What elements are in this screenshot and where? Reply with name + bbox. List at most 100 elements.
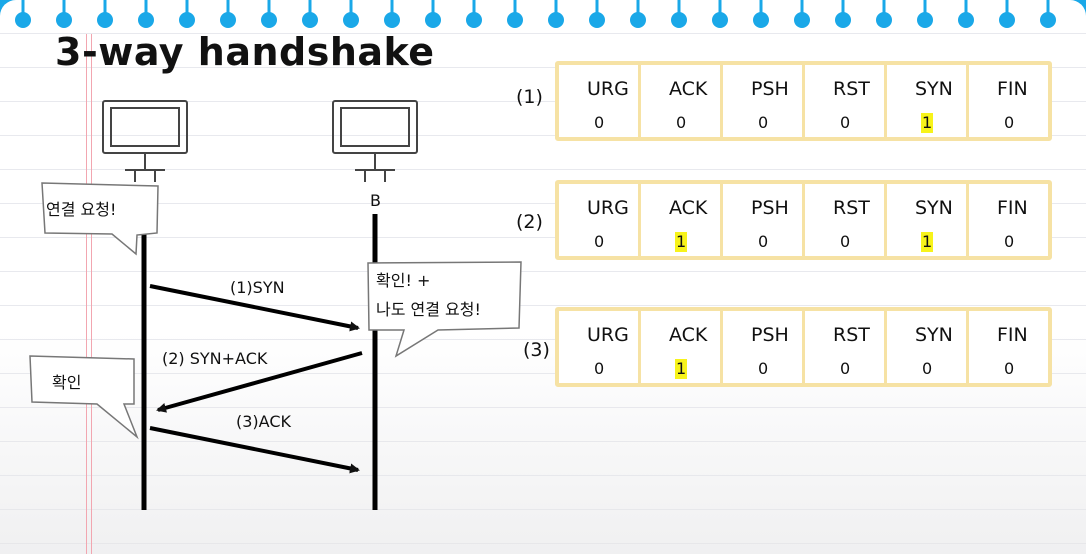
binder-ring-hole [753,12,769,28]
binder-ring-hole [999,12,1015,28]
flag-name: PSH [751,324,789,346]
bubble-a-confirm-text: 확인 [52,373,82,392]
flag-value: 0 [594,359,605,378]
flag-cell: PSH 0 [723,184,805,256]
flag-name: ACK [669,78,708,100]
flag-cell: ACK 0 [641,65,723,137]
binder-rings [15,0,1056,28]
syn-arrow [149,284,360,332]
flag-cell: RST 0 [805,65,887,137]
binder-ring-hole [1040,12,1056,28]
margin-line-right [91,34,92,554]
flag-cell: URG 0 [559,311,641,383]
bubble-b-reply-line2: 나도 연결 요청! [376,300,481,319]
binder-ring-hole [712,12,728,28]
binder-ring-hole [589,12,605,28]
flag-name: URG [587,197,629,219]
binder-ring-hole [302,12,318,28]
syn-ack-arrow [156,351,363,413]
flag-cell: SYN 0 [887,311,969,383]
flag-name: FIN [997,324,1028,346]
flag-name: URG [587,78,629,100]
binder-ring-hole [425,12,441,28]
binder-ring-hole [138,12,154,28]
flag-name: URG [587,324,629,346]
binder-ring-hole [835,12,851,28]
flag-name: PSH [751,197,789,219]
flag-row-1-label: (1) [516,86,543,108]
binder-ring-hole [876,12,892,28]
flag-value: 0 [758,359,769,378]
tcp-flags-row-1: URG 0 ACK 0 PSH 0 RST 0 SYN 1 FIN 0 [555,61,1052,141]
flag-name: FIN [997,78,1028,100]
flag-value: 0 [840,232,851,251]
flag-cell: SYN 1 [887,65,969,137]
binder-ring-hole [507,12,523,28]
flag-row-3-label: (3) [523,339,550,361]
flag-cell: RST 0 [805,311,887,383]
binder-ring-hole [220,12,236,28]
flag-value: 0 [922,359,933,378]
flag-name: SYN [915,78,953,100]
flag-cell: URG 0 [559,184,641,256]
ack-arrow [149,426,360,474]
syn-ack-message-label: (2) SYN+ACK [162,349,268,368]
flag-name: FIN [997,197,1028,219]
binder-ring-hole [958,12,974,28]
binder-ring-hole [671,12,687,28]
flag-cell: ACK 1 [641,311,723,383]
flag-name: RST [833,324,870,346]
flag-value: 1 [921,113,934,133]
binder-ring-hole [384,12,400,28]
binder-ring-hole [548,12,564,28]
flag-name: ACK [669,324,708,346]
flag-cell: FIN 0 [969,65,1048,137]
binder-ring-hole [56,12,72,28]
binder-ring-hole [917,12,933,28]
page-title: 3-way handshake [55,30,435,74]
flag-cell: URG 0 [559,65,641,137]
computer-b-icon [332,100,418,182]
flag-value: 0 [1004,113,1015,132]
binder-ring-hole [794,12,810,28]
margin-line-left [86,34,87,554]
binder-ring-hole [15,12,31,28]
flag-value: 0 [840,113,851,132]
bubble-b-reply [367,261,522,358]
flag-cell: PSH 0 [723,65,805,137]
binder-ring-hole [630,12,646,28]
binder-ring-hole [179,12,195,28]
binder-ring-hole [97,12,113,28]
flag-value: 0 [594,232,605,251]
flag-value: 0 [1004,359,1015,378]
flag-name: RST [833,78,870,100]
host-b-label: B [370,191,381,210]
flag-cell: PSH 0 [723,311,805,383]
bubble-a-request-text: 연결 요청! [46,200,117,219]
flag-value: 0 [840,359,851,378]
flag-value: 1 [921,232,934,252]
flag-value: 1 [675,232,688,252]
flag-value: 0 [594,113,605,132]
ack-message-label: (3)ACK [236,412,292,431]
flag-cell: FIN 0 [969,311,1048,383]
flag-value: 0 [758,113,769,132]
flag-value: 1 [675,359,688,379]
binder-ring-hole [343,12,359,28]
flag-name: ACK [669,197,708,219]
tcp-flags-row-3: URG 0 ACK 1 PSH 0 RST 0 SYN 0 FIN 0 [555,307,1052,387]
flag-name: PSH [751,78,789,100]
flag-cell: FIN 0 [969,184,1048,256]
flag-row-2-label: (2) [516,211,543,233]
bubble-a-request [41,182,159,256]
flag-value: 0 [676,113,687,132]
flag-value: 0 [758,232,769,251]
bubble-b-reply-line1: 확인! + [376,271,431,290]
binder-ring-hole [261,12,277,28]
flag-cell: ACK 1 [641,184,723,256]
flag-value: 0 [1004,232,1015,251]
flag-name: SYN [915,324,953,346]
